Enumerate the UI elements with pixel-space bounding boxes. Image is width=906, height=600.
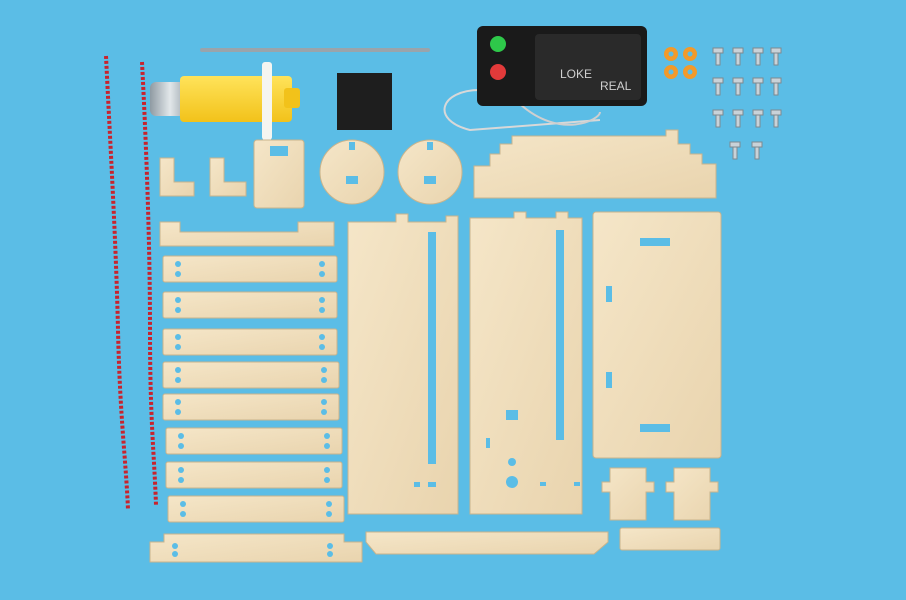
red-string-left (104, 55, 130, 511)
metal-axle-rod (200, 48, 430, 52)
wood-side-panel-middle (469, 211, 583, 515)
wood-connector-block-2 (665, 467, 719, 521)
wood-connector-block-1 (601, 467, 655, 521)
wood-bottom-strip-long (365, 531, 609, 555)
black-foam-pad (337, 73, 392, 130)
wood-stepped-top-panel (473, 129, 717, 199)
wood-l-bracket-2 (209, 157, 247, 197)
red-button-icon (490, 64, 506, 80)
wood-front-panel (592, 211, 722, 459)
strip-holes (172, 261, 333, 557)
red-string-right (140, 61, 158, 506)
wood-bottom-strip-short (619, 527, 721, 551)
wood-strips (149, 221, 363, 563)
screws (712, 47, 782, 160)
yellow-gear-motor (150, 62, 300, 140)
wood-side-panel-left (347, 213, 459, 515)
battery-box: LOKE REAL (443, 26, 647, 132)
wood-l-bracket-1 (159, 157, 195, 197)
orange-washers (664, 47, 697, 79)
wood-disc-1 (319, 139, 385, 205)
green-button-icon (490, 36, 506, 52)
wood-motor-plate (253, 139, 305, 209)
battery-label-2: REAL (600, 79, 632, 93)
wood-disc-2 (397, 139, 463, 205)
battery-label-1: LOKE (560, 67, 592, 81)
